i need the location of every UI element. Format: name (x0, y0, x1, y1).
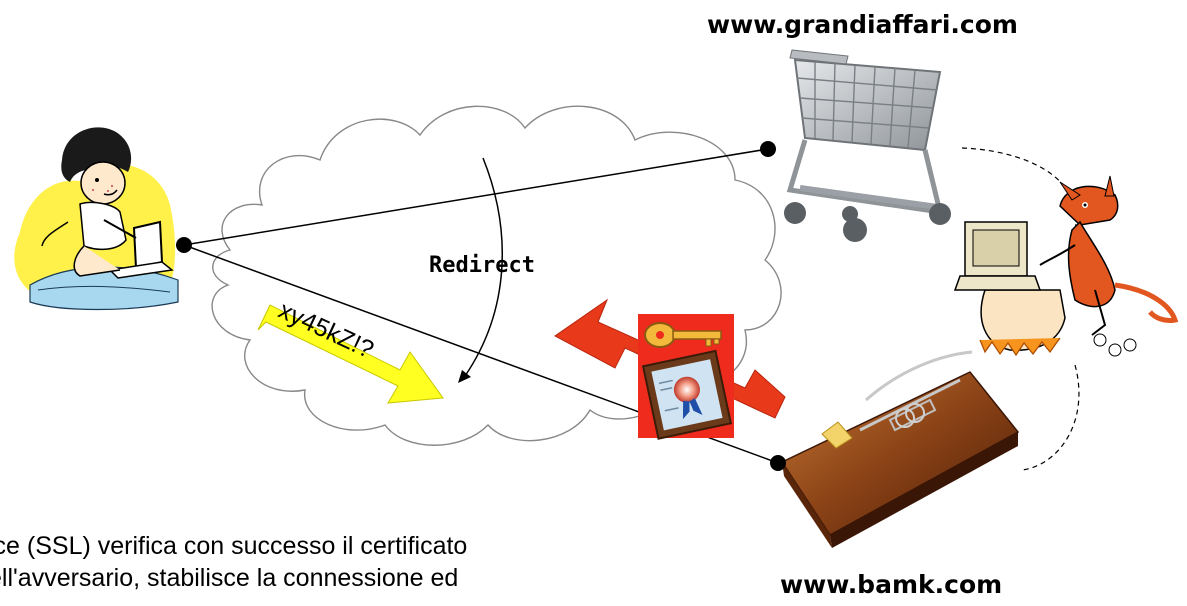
caption: ice (SSL) verifica con successo il certi… (0, 530, 467, 594)
legit-site-label: www.grandiaffari.com (707, 10, 1018, 39)
endpoint-dot-user (176, 237, 192, 253)
mousetrap-icon (780, 350, 1020, 548)
endpoint-dot-legit (760, 141, 776, 157)
redirect-arrow (458, 157, 504, 383)
caption-line-1: ice (SSL) verifica con successo il certi… (0, 532, 468, 560)
connection-line-legit (183, 148, 769, 246)
shopping-cart-icon (784, 49, 951, 242)
caption-line-2: ell'avversario, stabilisce la connession… (0, 564, 459, 592)
girl-at-laptop-icon (14, 127, 179, 311)
attacker-link-top (961, 147, 1077, 231)
endpoint-dot-fake (770, 455, 786, 471)
password-arrow (257, 304, 444, 404)
devil-at-computer-icon (953, 175, 1179, 357)
fake-site-label: www.bamk.com (780, 570, 1003, 599)
attacker-link-bottom (1021, 364, 1080, 471)
key-and-certificate-icon (638, 314, 734, 440)
redirect-label: Redirect (429, 253, 535, 278)
